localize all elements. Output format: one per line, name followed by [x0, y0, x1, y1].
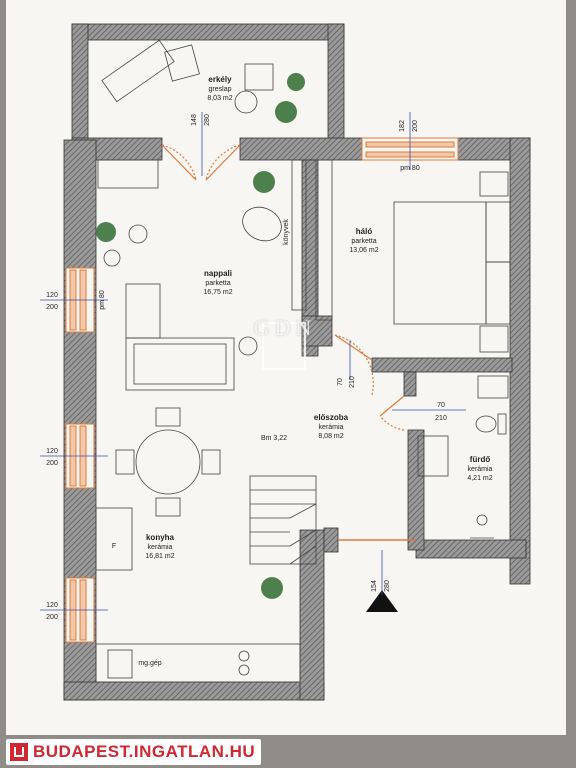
fridge-label: F: [112, 543, 116, 550]
brand-banner[interactable]: BUDAPEST.INGATLAN.HU: [6, 739, 262, 765]
balcony-furniture: [101, 39, 274, 114]
doors: [161, 144, 416, 541]
eloszoba-name: előszoba: [314, 413, 349, 422]
eloszoba-area: 8,08 m2: [318, 433, 343, 440]
bathroom-fixtures: [417, 375, 509, 539]
erkely-floor: greslap: [209, 86, 232, 93]
walls: [63, 23, 531, 701]
house-icon: [10, 743, 28, 761]
dim-entrance-2: 280: [384, 580, 391, 592]
konyha-name: konyha: [146, 533, 175, 542]
bedroom-furniture: [291, 159, 511, 353]
dim-entrance-1: 154: [371, 580, 378, 592]
dim-leftwin1-1: 120: [46, 292, 58, 299]
entrance-arrow: [366, 590, 398, 612]
kitchen-furniture: [95, 507, 301, 683]
konyvek-label: könyvek: [283, 219, 290, 245]
dim-leftwin2-2: 200: [46, 460, 58, 467]
mggep-label: mg.gép: [138, 660, 161, 667]
konyha-area: 16,81 m2: [145, 553, 174, 560]
erkely-area: 8,03 m2: [207, 95, 232, 102]
eloszoba-floor: kerámia: [319, 424, 344, 431]
dimension-lines: [40, 112, 466, 611]
dim-doorfurdo-1: 70: [437, 402, 445, 409]
dim-balcony-1: 148: [191, 114, 198, 126]
dim-leftwin3-1: 120: [46, 602, 58, 609]
nappali-floor: parketta: [205, 280, 230, 287]
konyha-floor: kerámia: [148, 544, 173, 551]
dim-leftwin2-1: 120: [46, 448, 58, 455]
watermark-text: GDN: [253, 315, 317, 340]
plants: [96, 73, 305, 599]
bm-label: Bm 3,22: [261, 435, 287, 442]
erkely-name: erkély: [208, 75, 232, 84]
halo-floor: parketta: [351, 238, 376, 245]
dim-doorhalo-1: 70: [337, 378, 344, 386]
dim-leftwin1-2: 200: [46, 304, 58, 311]
windows: [65, 137, 459, 643]
nappali-name: nappali: [204, 269, 232, 278]
pm-left-label: pm 80: [99, 290, 106, 310]
dim-topwin-1: 182: [399, 120, 406, 132]
staircase: [249, 475, 317, 565]
nappali-area: 16,75 m2: [203, 289, 232, 296]
brand-text: BUDAPEST.INGATLAN.HU: [33, 742, 256, 761]
furdo-floor: kerámia: [468, 466, 493, 473]
dimension-labels: 148 280 182 200 120 200 120 200 120 200 …: [46, 114, 447, 621]
room-labels: erkély greslap 8,03 m2 nappali parketta …: [99, 75, 493, 667]
dim-balcony-2: 280: [204, 114, 211, 126]
dim-leftwin3-2: 200: [46, 614, 58, 621]
dining-set: [115, 407, 221, 517]
watermark-logo: [262, 322, 306, 370]
living-furniture: [97, 159, 282, 391]
dim-topwin-2: 200: [412, 120, 419, 132]
furdo-name: fürdő: [470, 455, 491, 464]
furdo-area: 4,21 m2: [467, 475, 492, 482]
dim-doorfurdo-2: 210: [435, 415, 447, 422]
dim-doorhalo-2: 210: [349, 376, 356, 388]
pm-top-label: pm 80: [400, 165, 420, 172]
halo-name: háló: [356, 227, 373, 236]
halo-area: 13,06 m2: [349, 247, 378, 254]
